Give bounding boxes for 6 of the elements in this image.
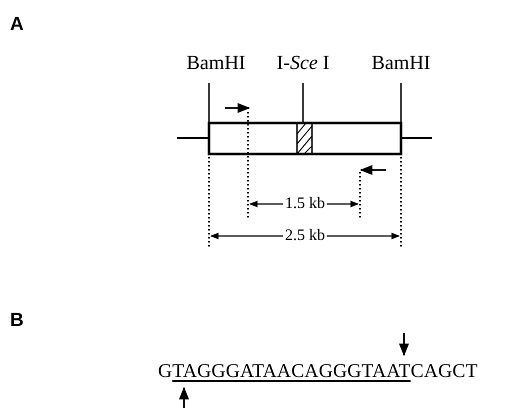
restriction-site-label: BamHI	[372, 52, 430, 75]
restriction-site-label: I-Sce I	[276, 52, 330, 75]
panel-letter: A	[10, 14, 24, 36]
restriction-site-label: BamHI	[186, 52, 246, 75]
panel-letter: B	[10, 310, 24, 332]
dna-sequence: GTAGGGATAACAGGGTAATCAGCT	[158, 361, 478, 383]
